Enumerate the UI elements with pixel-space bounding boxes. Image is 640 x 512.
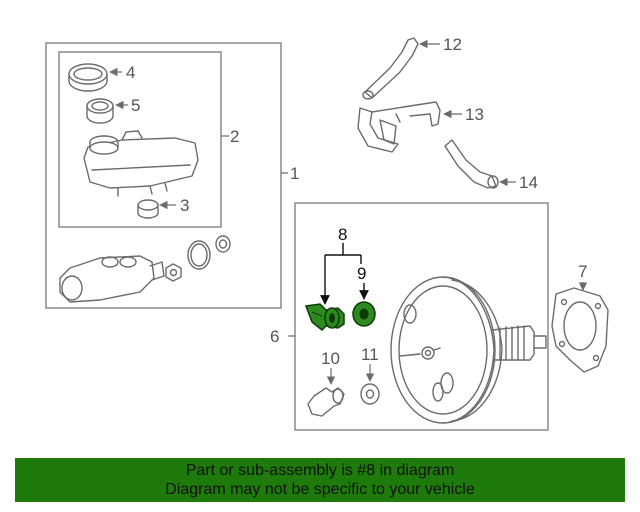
banner-line-part: Part or sub-assembly is #8 in diagram: [185, 462, 455, 479]
callout-8: 8: [338, 225, 347, 244]
grommet-part-9[interactable]: [352, 301, 376, 327]
reservoir-cap-part[interactable]: [68, 63, 108, 92]
part-info-banner: Part or sub-assembly is #8 in diagram Di…: [15, 458, 625, 502]
master-cylinder-seal-part[interactable]: [215, 235, 231, 253]
callout-3: 3: [180, 196, 189, 215]
gasket-part-7[interactable]: [551, 287, 609, 373]
callout-2: 2: [230, 127, 239, 146]
callout-7: 7: [578, 262, 587, 281]
callout-14: 14: [519, 173, 538, 192]
leader-lines: [109, 39, 588, 385]
reservoir-strainer-part[interactable]: [86, 98, 114, 124]
assembly-box-1: [45, 42, 282, 309]
callout-5: 5: [131, 96, 140, 115]
assembly-box-6: [294, 202, 549, 431]
vacuum-pipe-13-part[interactable]: [357, 101, 441, 153]
reservoir-grommet-part[interactable]: [137, 199, 159, 219]
master-cylinder-oring-part[interactable]: [187, 240, 211, 270]
brake-booster-part[interactable]: [390, 276, 547, 424]
callout-6: 6: [270, 327, 279, 346]
check-valve-part-8[interactable]: [304, 303, 345, 332]
callout-9: 9: [357, 264, 366, 283]
banner-line-disclaimer: Diagram may not be specific to your vehi…: [165, 481, 475, 498]
callout-11: 11: [361, 345, 379, 364]
master-cylinder-body-part[interactable]: [59, 255, 165, 303]
callout-13: 13: [465, 105, 484, 124]
leader-lines-highlight: [320, 243, 369, 305]
callout-4: 4: [126, 63, 135, 82]
callout-12: 12: [443, 35, 462, 54]
elbow-fitting-part-10[interactable]: [307, 387, 345, 417]
callout-10: 10: [321, 349, 340, 368]
master-cylinder-nut-part[interactable]: [165, 263, 182, 282]
reservoir-tank-part[interactable]: [83, 130, 199, 197]
washer-part-11[interactable]: [360, 383, 380, 405]
assembly-box-2: [58, 51, 222, 228]
vacuum-hose-14-part[interactable]: [444, 139, 499, 189]
vacuum-hose-12-part[interactable]: [362, 37, 419, 100]
callout-1: 1: [290, 164, 299, 183]
